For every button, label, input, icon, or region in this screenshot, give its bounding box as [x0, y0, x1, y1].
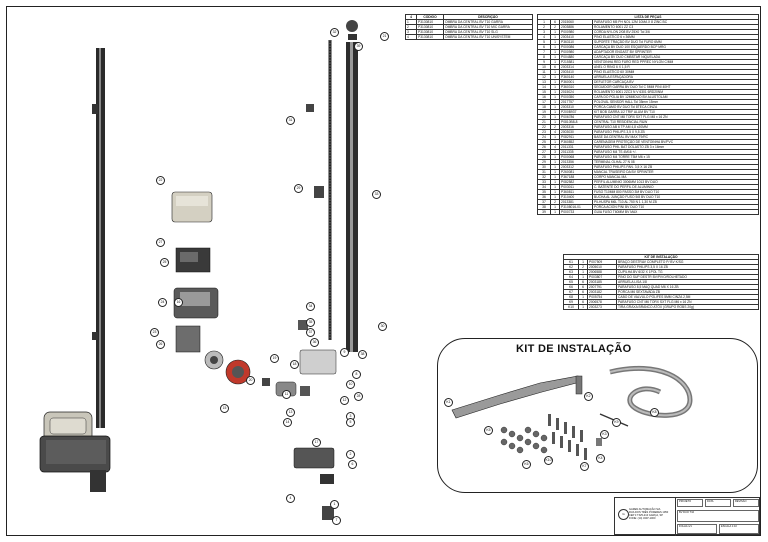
kit-callout-bubble: K1: [444, 398, 453, 407]
callout-bubble: 7: [332, 516, 341, 525]
company-address: GAREN AUTOMAÇÃO S/A RUA DOS TRÊS PODERES…: [629, 508, 669, 520]
title-block-company-area: G GAREN AUTOMAÇÃO S/A RUA DOS TRÊS PODER…: [615, 498, 676, 536]
callout-bubble: 6: [348, 460, 357, 469]
motor-housing: [39, 411, 111, 492]
callout-bubble: 36: [310, 338, 319, 347]
installation-kit-panel: [437, 338, 758, 493]
drawing-sheet: [6, 6, 761, 536]
callout-bubble: 38: [358, 350, 367, 359]
kit-callout-bubble: K8: [650, 408, 659, 417]
kit-callout-bubble: K6: [522, 460, 531, 469]
cell: K10: [563, 304, 579, 310]
callout-bubble: 27: [156, 238, 165, 247]
callout-bubble: 1: [330, 500, 339, 509]
callout-bubble: 16: [174, 298, 183, 307]
callout-bubble: 32: [330, 28, 339, 37]
callout-bubble: 29: [294, 184, 303, 193]
kit-callout-bubble: K10: [544, 456, 553, 465]
callout-bubble: 17: [312, 438, 321, 447]
aluminum-profile-right: [346, 42, 358, 352]
callout-bubble: 20: [246, 376, 255, 385]
callout-bubble: 25: [160, 258, 169, 267]
carriage-parts: [293, 104, 337, 520]
installation-kit-drawing: [451, 365, 693, 460]
kit-callout-bubble: K5: [484, 426, 493, 435]
cell: P000733: [559, 209, 593, 215]
cell: OMBRA DA CENTRAL BV T10 UNISYSTEM: [443, 34, 533, 40]
callout-bubble: 28: [354, 392, 363, 401]
kit-callout-bubble: K3: [600, 430, 609, 439]
callout-bubble: 15: [220, 404, 229, 413]
callout-bubble: 24: [158, 298, 167, 307]
cell: 4: [405, 34, 417, 40]
cell: 2003273: [587, 304, 617, 310]
callout-bubble: 9: [340, 348, 349, 357]
callout-bubble: 22: [156, 176, 165, 185]
cell: TIRA GRAXA BRANCO ATÓX (GRUPO ROBS 20g): [616, 304, 759, 310]
threaded-shaft: [328, 20, 358, 340]
callout-bubble: 39: [354, 42, 363, 51]
kit-panel-title: KIT DE INSTALAÇÃO: [516, 343, 632, 355]
kit-callout-bubble: K7: [580, 462, 589, 471]
callout-bubble: 5: [346, 418, 355, 427]
callout-bubble: 37: [306, 328, 315, 337]
callout-bubble: 8: [352, 370, 361, 379]
callout-bubble: 13: [286, 408, 295, 417]
cell: 1: [578, 304, 588, 310]
cell: 39: [537, 209, 551, 215]
title-block: G GAREN AUTOMAÇÃO S/A RUA DOS TRÊS PODER…: [614, 497, 760, 536]
callout-bubble: 10: [346, 380, 355, 389]
callout-bubble: 19: [270, 354, 279, 363]
kit-callout-bubble: K4: [596, 454, 605, 463]
title-field-scale: ESCALA 1:10: [719, 524, 759, 534]
company-logo-icon: G: [618, 509, 629, 520]
title-field-date: DATA: [705, 499, 731, 507]
callout-bubble: 35: [306, 318, 315, 327]
callout-bubble: 23: [150, 328, 159, 337]
callout-bubble: 31: [286, 116, 295, 125]
callout-bubble: 33: [372, 190, 381, 199]
callout-bubble: 14: [283, 418, 292, 427]
title-field-product: BV DUO T10: [677, 510, 759, 522]
cell: GUIA FUSO T60MM BV MAX: [592, 209, 759, 215]
callout-bubble: 26: [156, 340, 165, 349]
kit-callout-bubble: K2: [584, 392, 593, 401]
callout-bubble: 12: [340, 396, 349, 405]
callout-bubble: 2: [346, 450, 355, 459]
callout-bubble: 18: [290, 360, 299, 369]
center-parts: [171, 191, 310, 397]
title-field-project: PROJETO: [677, 499, 703, 507]
callout-bubble: 4: [286, 494, 295, 503]
callout-bubble: 11: [282, 390, 291, 399]
cell: P3130810: [416, 34, 444, 40]
title-field-revision: REVISÃO: [733, 499, 759, 507]
title-field-sheet: FOLHA 1/1: [677, 524, 717, 534]
aluminum-profile-left: [92, 48, 105, 428]
callout-bubble: 30: [378, 322, 387, 331]
callout-bubble: 34: [306, 302, 315, 311]
kit-callout-bubble: K9: [612, 418, 621, 427]
cell: 1: [550, 209, 560, 215]
callout-bubble: 21: [380, 32, 389, 41]
